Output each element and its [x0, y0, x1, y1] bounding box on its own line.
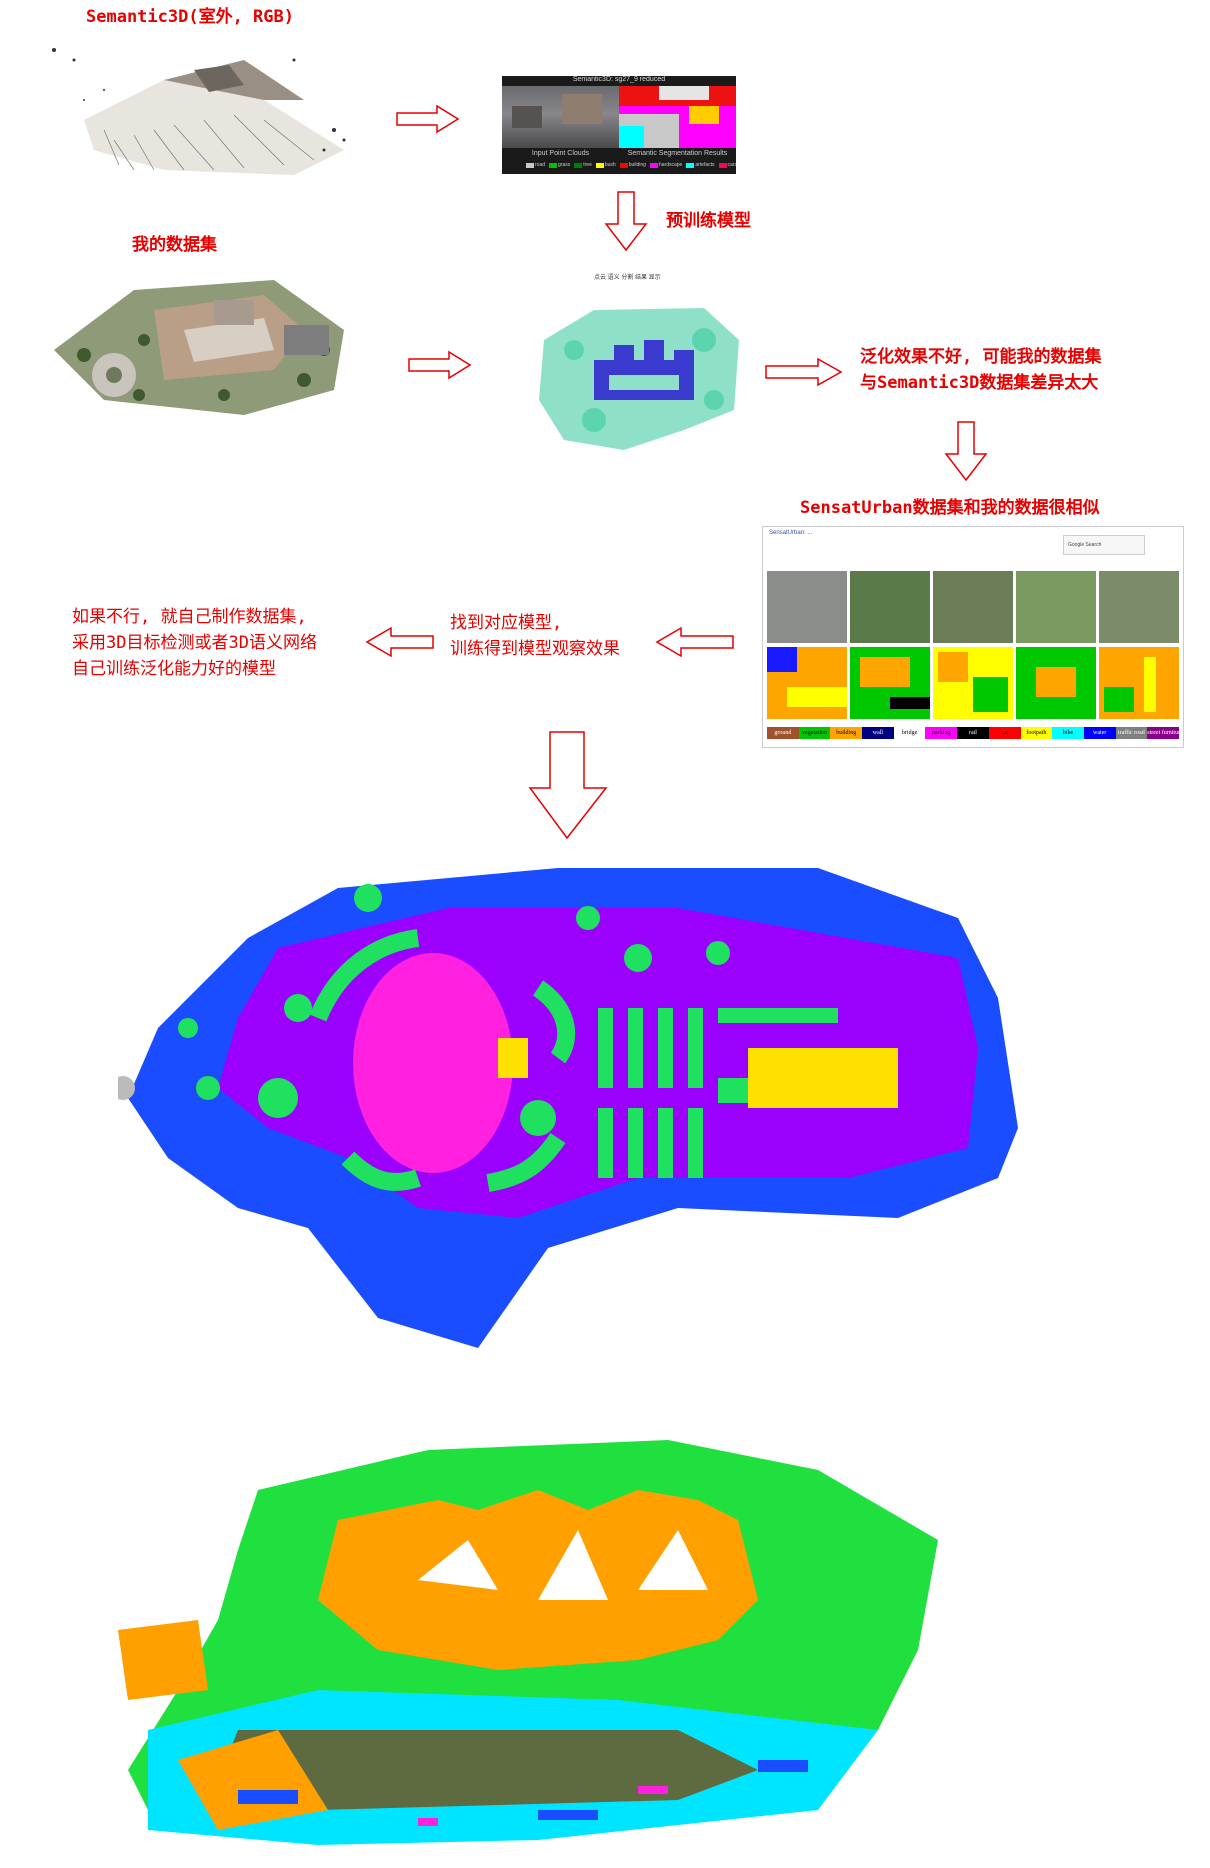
- sensat-browser-title: SensatUrban: ...: [769, 530, 813, 536]
- pretrain-prediction-image: [534, 300, 744, 452]
- sensat-legend-item: bridge: [893, 727, 926, 739]
- semantic3d-legend: road grass tree bush building hardscape artefa…: [526, 162, 736, 168]
- generalize-label-2: 与Semantic3D数据集差异太大: [860, 373, 1099, 393]
- legend-label: bush: [604, 162, 616, 168]
- legend-swatch: [649, 162, 658, 168]
- legend-item: hardscape: [649, 162, 683, 168]
- legend-swatch: [619, 162, 628, 168]
- legend-item: artefacts: [686, 162, 715, 168]
- legend-swatch: [595, 162, 604, 168]
- legend-item: cars: [718, 162, 736, 168]
- prediction-caption: 点云 语义 分割 结果 显示: [594, 275, 661, 281]
- generalize-label-1: 泛化效果不好, 可能我的数据集: [860, 347, 1102, 367]
- segmentation-result: [619, 86, 736, 148]
- my-dataset-label: 我的数据集: [132, 235, 217, 255]
- legend-swatch: [718, 162, 727, 168]
- right-arrow-3: [765, 357, 843, 387]
- sensat-legend-item: water: [1083, 727, 1116, 739]
- pretrain-label: 预训练模型: [666, 211, 751, 231]
- legend-label: cars: [727, 162, 736, 168]
- right-arrow-1: [396, 104, 460, 134]
- sensat-legend-item: traffic road: [1115, 727, 1148, 739]
- sensat-legend-item: ground: [767, 727, 799, 739]
- right-arrow-2: [408, 350, 472, 380]
- legend-label: hardscape: [658, 162, 683, 168]
- sensat-legend-item: bike: [1052, 727, 1084, 739]
- big-down-arrow: [528, 731, 608, 840]
- legend-item: road: [526, 162, 545, 168]
- input-caption: Input Point Clouds: [531, 150, 590, 157]
- find-model-label-1: 找到对应模型,: [450, 613, 563, 633]
- semantic3d-result-title: Semantic3D: sg27_9 reduced: [572, 76, 666, 83]
- down-arrow-pretrain: [604, 191, 648, 252]
- search-hint: Google Search: [1068, 542, 1102, 548]
- legend-item: grass: [549, 162, 570, 168]
- sensat-tile-grid: [767, 571, 1179, 719]
- legend-label: grass: [558, 162, 571, 168]
- fallback-label-3: 自己训练泛化能力好的模型: [72, 659, 276, 679]
- legend-label: building: [628, 162, 646, 168]
- semantic3d-label: Semantic3D(室外, RGB): [86, 7, 294, 27]
- segmentation-result-sensat-1: [118, 848, 1038, 1408]
- down-arrow-generalize: [944, 421, 988, 482]
- legend-swatch: [549, 162, 558, 168]
- sensat-legend-item: street furniture: [1147, 727, 1179, 739]
- sensat-legend-item: parking: [925, 727, 958, 739]
- left-arrow-2: [365, 626, 434, 658]
- sensat-legend-item: rail: [957, 727, 989, 739]
- result-caption: Semantic Segmentation Results: [627, 150, 728, 157]
- semantic3d-result-panel: Semantic3D: sg27_9 reduced Input Point C…: [502, 76, 736, 174]
- legend-label: artefacts: [695, 162, 715, 168]
- search-popup: Google Search: [1063, 535, 1145, 555]
- sensat-title: SensatUrban数据集和我的数据很相似: [800, 498, 1100, 518]
- sensat-legend-item: building: [830, 727, 863, 739]
- sensat-legend-item: wall: [862, 727, 894, 739]
- legend-label: road: [535, 162, 546, 168]
- my-dataset-image: [44, 270, 356, 420]
- sensat-legend-item: car: [988, 727, 1021, 739]
- legend-swatch: [526, 162, 534, 168]
- legend-item: tree: [574, 162, 592, 168]
- legend-swatch: [574, 162, 583, 168]
- fallback-label-2: 采用3D目标检测或者3D语义网络: [72, 633, 317, 653]
- legend-label: tree: [583, 162, 592, 168]
- legend-swatch: [686, 162, 695, 168]
- fallback-label-1: 如果不行, 就自己制作数据集,: [72, 607, 307, 627]
- find-model-label-2: 训练得到模型观察效果: [450, 639, 620, 659]
- legend-item: bush: [595, 162, 616, 168]
- legend-item: building: [619, 162, 646, 168]
- input-photo: [502, 86, 619, 148]
- sensat-legend-item: vegetation: [798, 727, 831, 739]
- left-arrow-1: [655, 626, 734, 658]
- sensat-legend-item: footpath: [1020, 727, 1053, 739]
- segmentation-result-sensat-2: [118, 1430, 1018, 1860]
- semantic3d-pointcloud-image: [44, 40, 354, 180]
